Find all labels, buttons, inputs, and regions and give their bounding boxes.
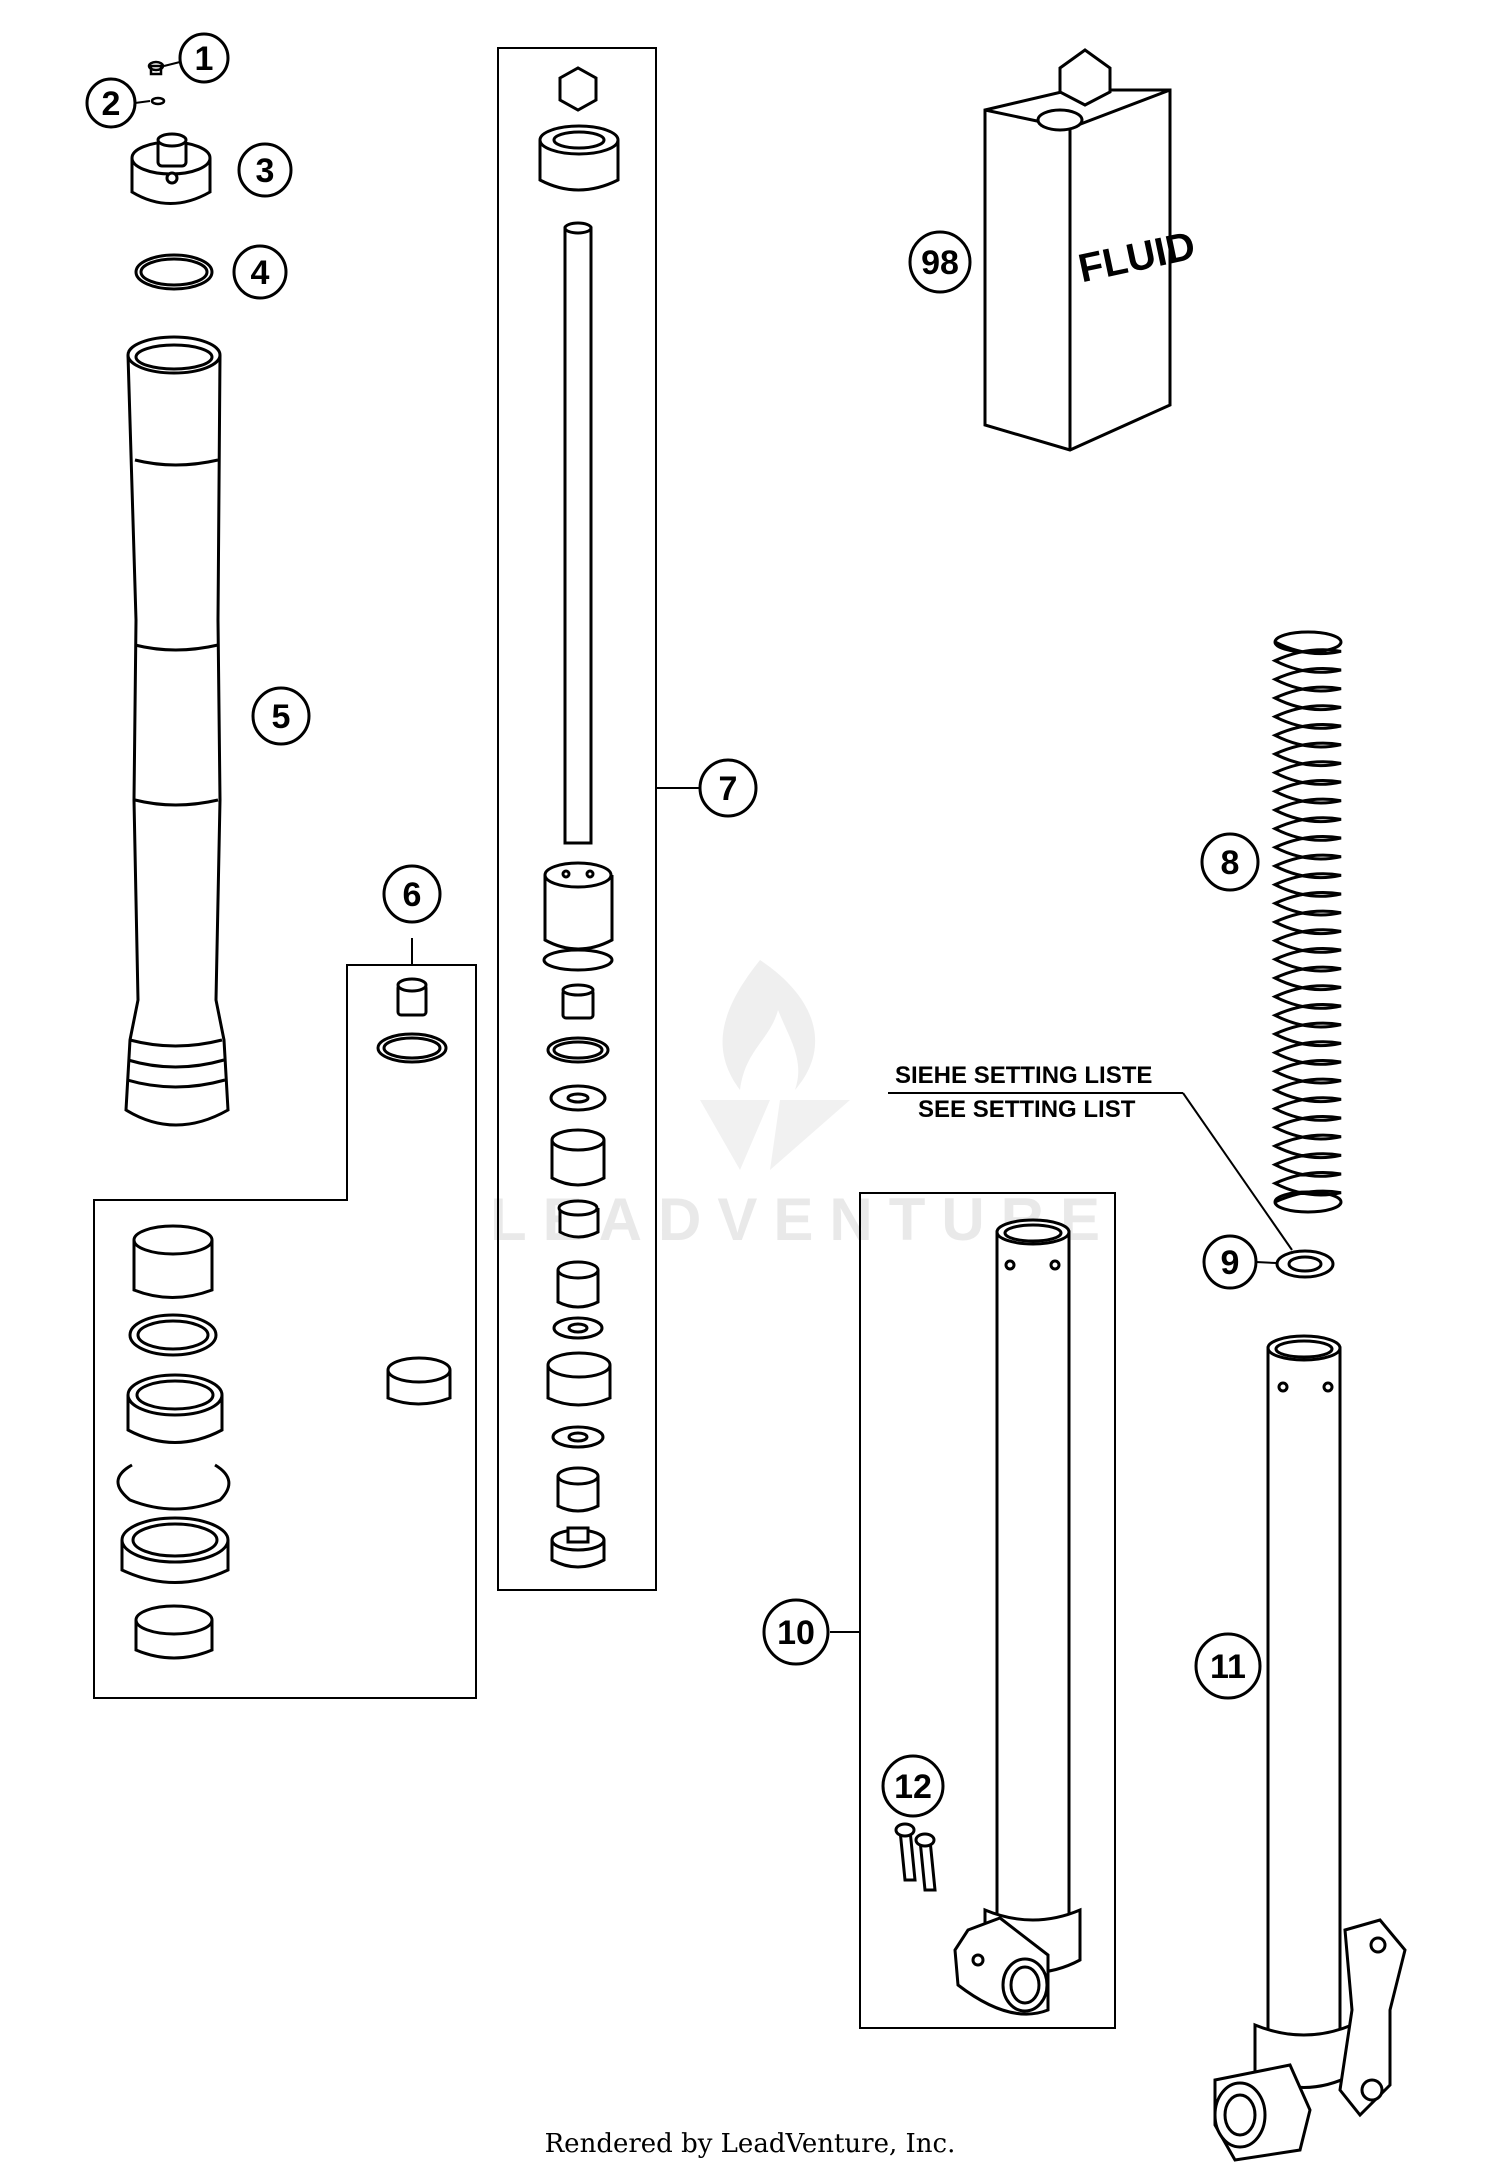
footer-credit: Rendered by LeadVenture, Inc. [545,2129,956,2159]
part-6-kit-box [93,938,477,1699]
callout-10-label: 10 [777,1614,815,1652]
part-6-components [116,977,452,1660]
callout-1-label: 1 [195,40,214,78]
callout-12-label: 12 [894,1768,932,1806]
part-7-cartridge-box [497,47,700,1591]
callout-2: 2 [85,77,151,129]
callout-9: 9 [1202,1234,1277,1290]
part-10-lower-leg [953,1218,1082,2016]
callout-5-label: 5 [272,698,291,736]
part-3-cap [130,132,212,205]
part-2-washer [150,96,166,106]
part-7-components [538,66,620,1569]
part-5-outer-tube [124,335,230,1127]
callout-4-label: 4 [251,254,270,292]
part-9-spacer [1275,1249,1335,1279]
part-11-lower-leg [1213,1334,1407,2162]
callout-3-label: 3 [256,152,275,190]
setting-note-line-1: SIEHE SETTING LISTE [895,1062,1152,1089]
setting-note: SIEHE SETTING LISTE SEE SETTING LIST [888,1062,1293,1251]
part-8-spring [1271,630,1343,1214]
callout-12: 12 [881,1754,945,1818]
callout-7-label: 7 [719,770,738,808]
part-4-o-ring [134,253,214,291]
callout-11-label: 11 [1210,1648,1246,1686]
callout-98-label: 98 [921,244,959,282]
callout-3: 3 [237,142,293,198]
part-10-lower-leg-box [830,1192,1116,2029]
callout-4: 4 [232,244,288,300]
callout-6: 6 [382,864,442,924]
callout-7: 7 [698,758,758,818]
callout-9-label: 9 [1221,1244,1240,1282]
callout-8-label: 8 [1221,844,1240,882]
callout-10: 10 [762,1598,830,1666]
part-1-screw [147,60,165,76]
part-98-fluid-can [983,48,1172,452]
callout-11: 11 [1194,1632,1262,1700]
callout-2-label: 2 [102,85,121,123]
callout-5: 5 [251,686,311,746]
part-12-screws [894,1822,937,1892]
callout-98: 98 [908,230,972,294]
callout-6-label: 6 [403,876,422,914]
callout-1: 1 [163,32,230,84]
setting-note-line-2: SEE SETTING LIST [918,1096,1136,1123]
callout-8: 8 [1200,832,1260,892]
